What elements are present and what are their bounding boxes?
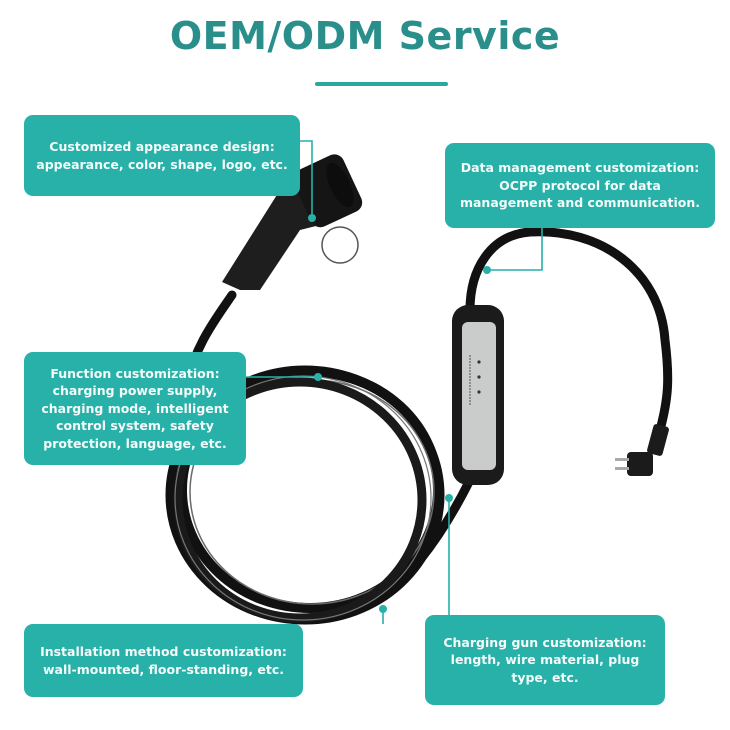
connector-dots — [308, 214, 491, 613]
callout-appearance-design: Customized appearance design: appearance… — [24, 115, 300, 196]
callout-heading: Charging gun customization: — [443, 634, 647, 650]
callout-installation-method: Installation method customization: wall-… — [24, 624, 303, 697]
coil-to-box-cable — [416, 477, 475, 563]
callout-text: wall-mounted, floor-standing, etc. — [43, 661, 284, 677]
charging-gun — [222, 154, 363, 290]
page-title: OEM/ODM Service — [169, 14, 561, 58]
cable-coil — [165, 365, 445, 625]
connector-lines — [246, 140, 543, 624]
control-box — [452, 305, 504, 485]
callout-text: control system, safety — [56, 418, 214, 434]
supply-cable — [465, 227, 673, 435]
callout-text: management and communication. — [459, 195, 701, 211]
callout-heading: Installation method customization: — [40, 644, 287, 659]
callout-heading: Data management customization: — [460, 160, 700, 176]
callout-heading: Customized appearance design: — [49, 139, 275, 154]
callout-text: charging mode, intelligent — [41, 400, 229, 416]
callout-text: type, etc. — [511, 669, 579, 685]
schuko-plug — [615, 424, 669, 476]
callout-text: OCPP protocol for data — [499, 177, 661, 193]
callout-text: length, wire material, plug — [450, 652, 640, 668]
callout-text: protection, language, etc. — [43, 435, 227, 451]
callout-function-customization: Function customization: charging power s… — [24, 352, 246, 465]
callout-text: charging power supply, — [52, 383, 218, 399]
callout-heading: Function customization: — [50, 365, 220, 381]
callout-text: appearance, color, shape, logo, etc. — [36, 156, 288, 172]
callout-data-management: Data management customization: OCPP prot… — [445, 143, 715, 228]
callout-charging-gun: Charging gun customization: length, wire… — [425, 615, 665, 705]
title-underline — [315, 82, 448, 86]
